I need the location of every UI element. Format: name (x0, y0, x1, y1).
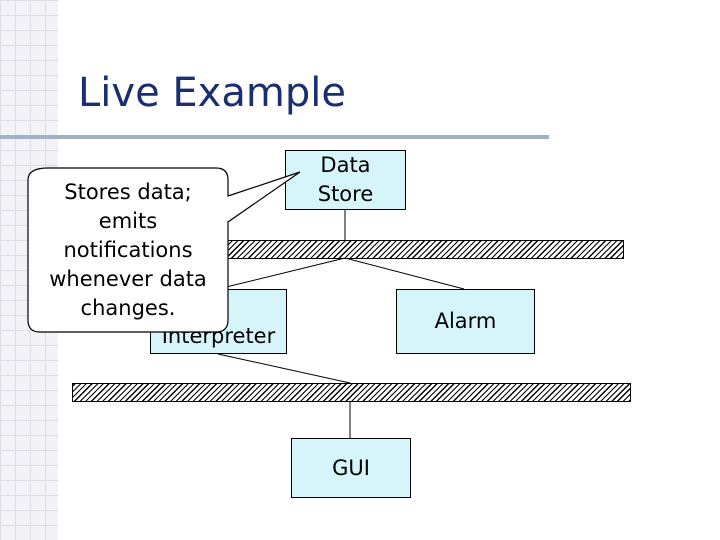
connector-interpreter-bus (217, 353, 351, 384)
gui-label: GUI (332, 455, 370, 480)
connector-bus-interpreter (217, 257, 346, 290)
gui-box: GUI (291, 438, 411, 498)
title-underline (0, 135, 549, 139)
slide-title: Live Example (78, 70, 346, 116)
data-store-label: Data Store (317, 153, 374, 206)
alarm-box: Alarm (396, 289, 535, 354)
connector-bus-alarm (344, 257, 465, 290)
lower-bus (72, 383, 631, 402)
callout-text: Stores data; emits notifications wheneve… (49, 179, 207, 320)
alarm-label: Alarm (434, 309, 497, 333)
callout-shape (27, 167, 301, 333)
